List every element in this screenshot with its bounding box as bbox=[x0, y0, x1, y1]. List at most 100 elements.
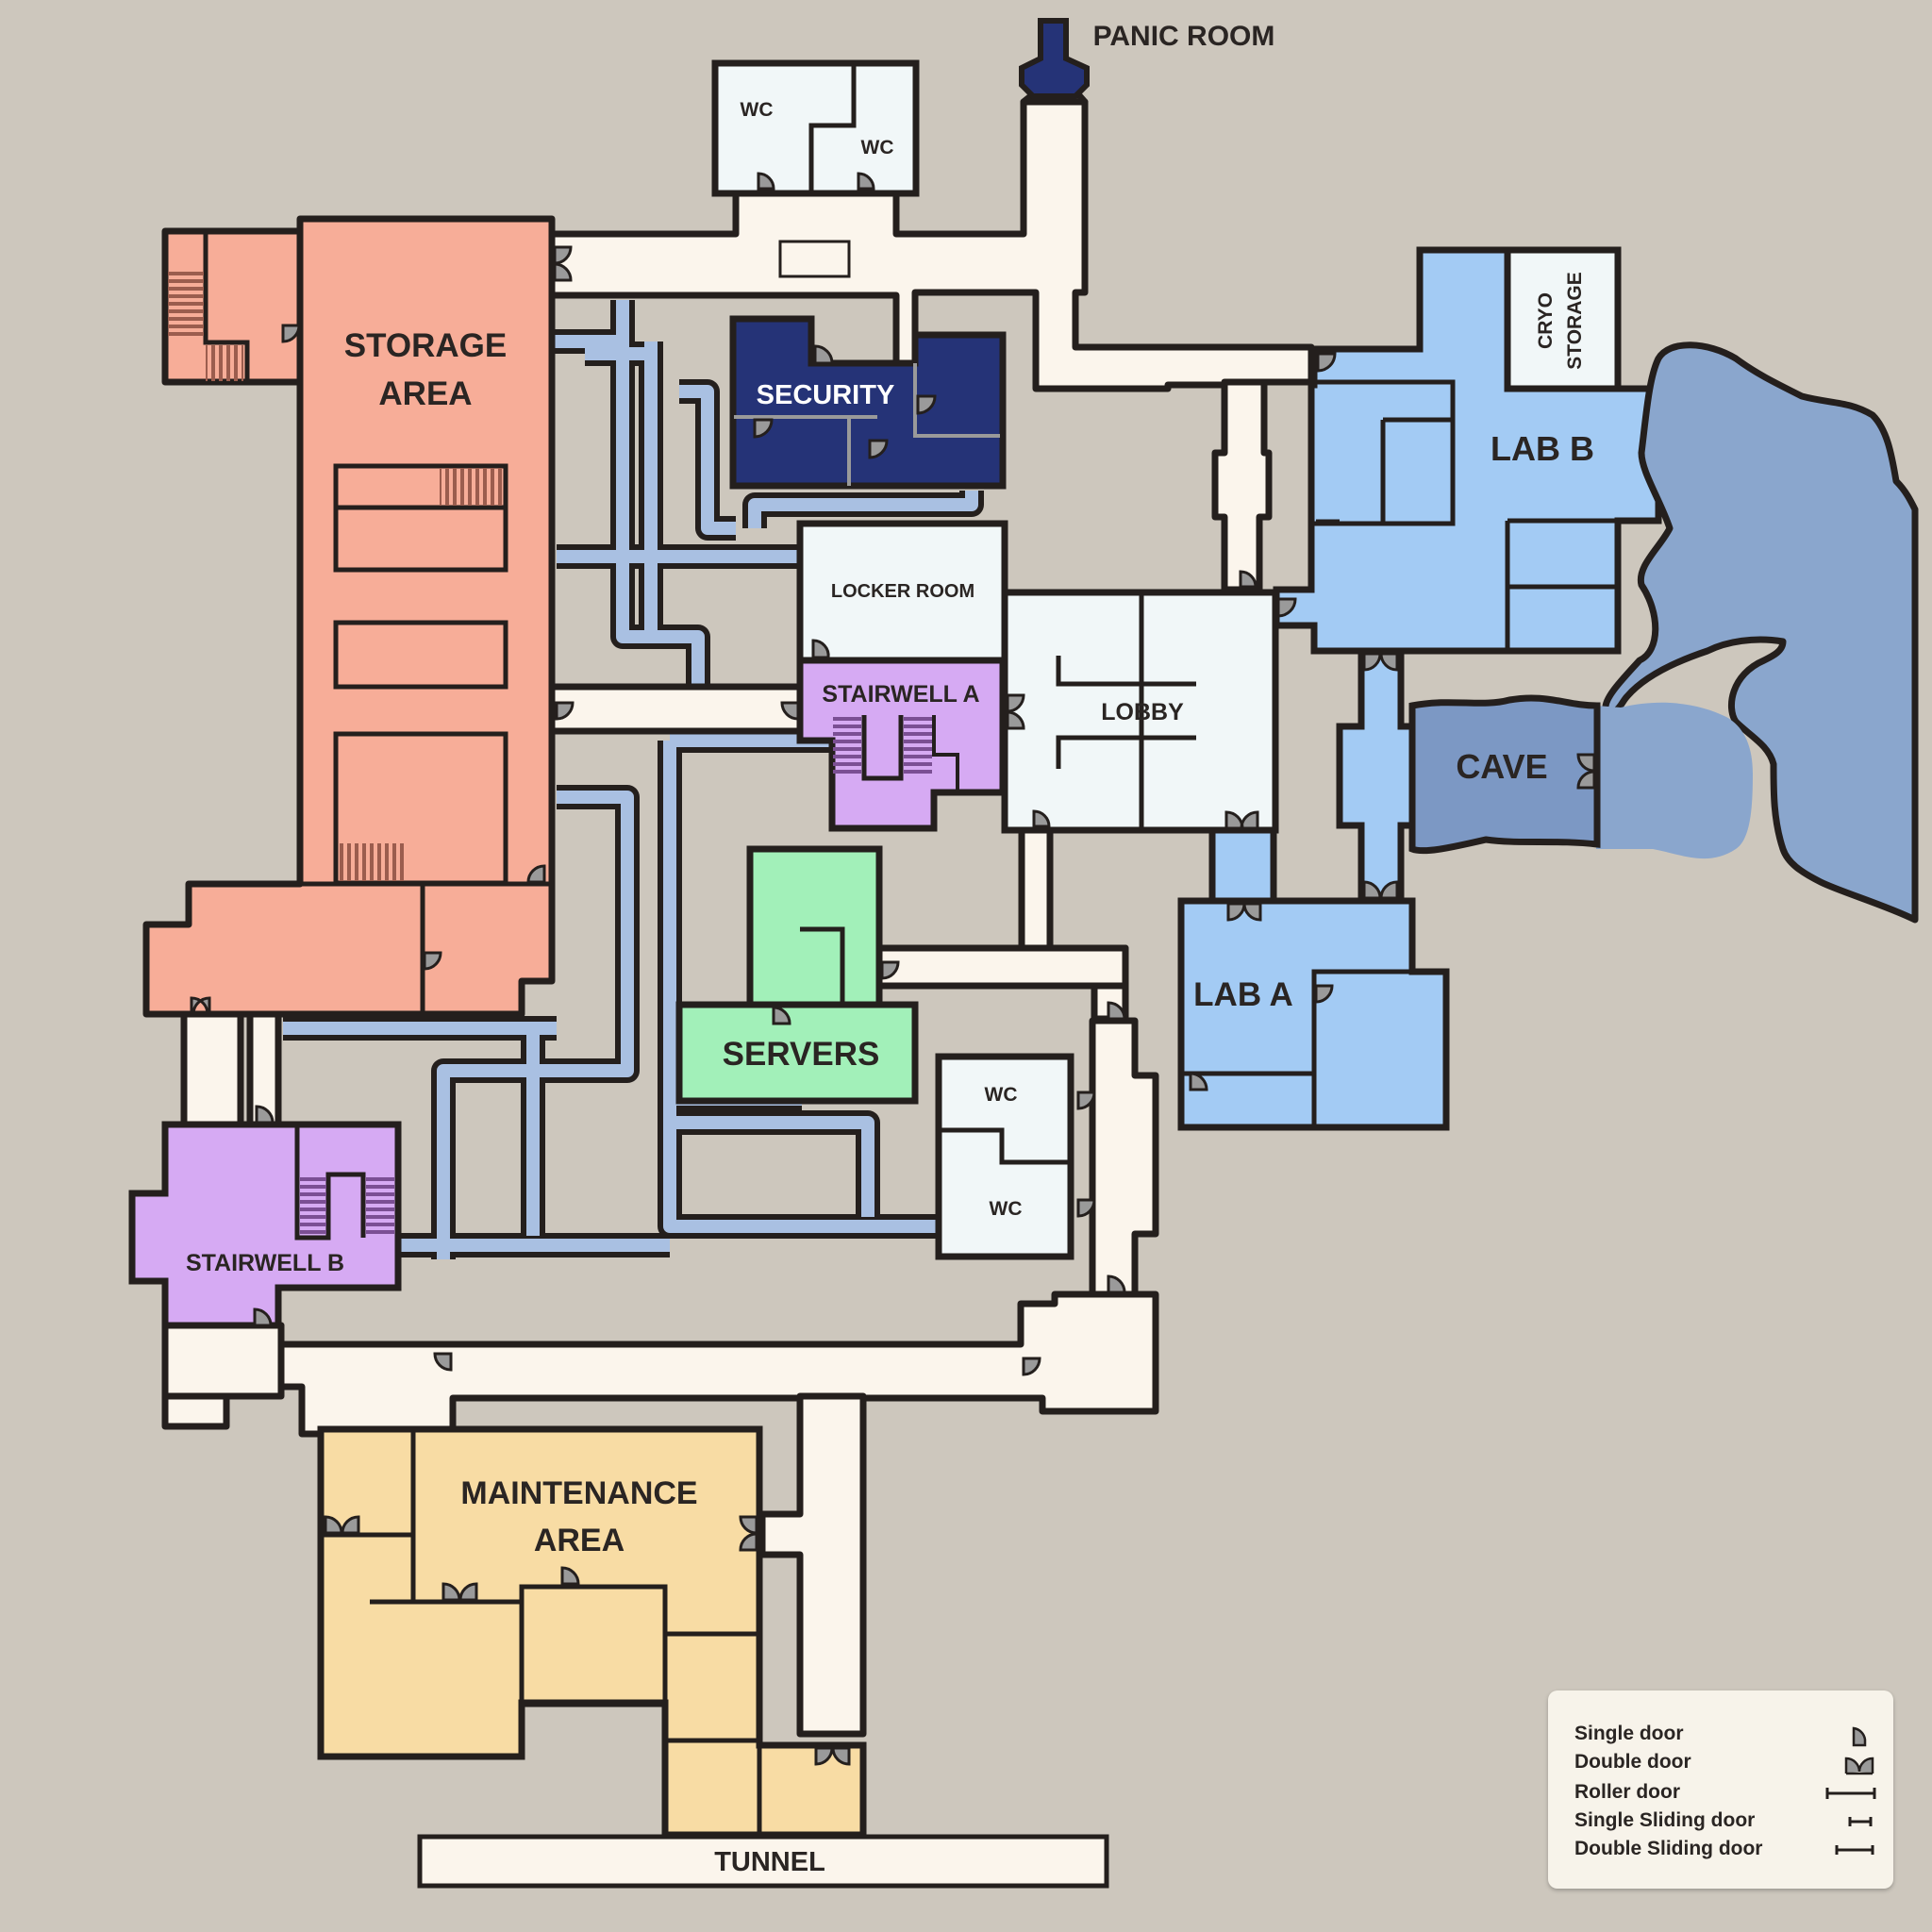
stairs-icon bbox=[904, 715, 932, 774]
single-door-icon bbox=[560, 1566, 580, 1586]
double-door-icon bbox=[190, 996, 211, 1016]
lab-b-label: LAB B bbox=[1491, 429, 1594, 468]
double-door-icon bbox=[1576, 753, 1596, 790]
single-door-icon bbox=[1852, 1726, 1867, 1747]
stairs-icon bbox=[300, 1174, 326, 1236]
panic-room-label: PANIC ROOM bbox=[1093, 21, 1275, 52]
sliding-door-markers bbox=[358, 272, 1585, 1742]
legend-label: Single Sliding door bbox=[1574, 1809, 1756, 1831]
storage-area-label: STORAGE bbox=[344, 327, 507, 364]
single-door-icon bbox=[857, 172, 875, 191]
single-door-icon bbox=[555, 701, 575, 721]
cave-label: CAVE bbox=[1456, 747, 1547, 786]
legend-row-double-sliding-door: Double Sliding door bbox=[1574, 1838, 1876, 1862]
wc-label: WC bbox=[990, 1198, 1023, 1220]
storage-area-label: AREA bbox=[378, 375, 472, 412]
cryo-storage-label: CRYO bbox=[1535, 292, 1557, 349]
single-door-icon bbox=[757, 172, 775, 191]
single-door-icon bbox=[1076, 1091, 1096, 1110]
map-legend: Single door Double door Roller door Sing… bbox=[1548, 1690, 1893, 1889]
double-door-icon bbox=[1362, 652, 1399, 672]
wc-top bbox=[711, 59, 920, 197]
single-door-icon bbox=[813, 344, 834, 365]
legend-row-single-door: Single door bbox=[1574, 1723, 1876, 1747]
single-door-icon bbox=[1107, 1274, 1126, 1294]
double-door-icon bbox=[1006, 693, 1025, 730]
stairs-icon bbox=[206, 345, 243, 381]
double-door-icon bbox=[441, 1582, 478, 1602]
legend-label: Double door bbox=[1574, 1751, 1691, 1773]
single-door-icon bbox=[433, 1352, 453, 1372]
single-door-icon bbox=[1076, 1198, 1096, 1218]
single-door-icon bbox=[1032, 809, 1051, 828]
single-door-icon bbox=[880, 960, 900, 980]
security-label: SECURITY bbox=[757, 380, 895, 410]
legend-row-double-door: Double door bbox=[1574, 1751, 1876, 1775]
legend-label: Double Sliding door bbox=[1574, 1838, 1763, 1859]
double-door-icon bbox=[324, 1515, 360, 1535]
single-door-icon bbox=[780, 701, 800, 721]
single-door-icon bbox=[281, 324, 301, 343]
lobby-label: LOBBY bbox=[1101, 699, 1184, 725]
double-door-icon bbox=[1362, 880, 1399, 900]
single-door-icon bbox=[255, 1105, 275, 1124]
single-door-icon bbox=[1276, 597, 1297, 618]
single-door-icon bbox=[423, 951, 442, 971]
stairs-icon bbox=[168, 268, 204, 340]
security-room bbox=[729, 315, 1007, 490]
single-door-icon bbox=[868, 439, 889, 459]
double-door-icon bbox=[553, 245, 573, 282]
panic-room bbox=[1019, 18, 1090, 99]
maintenance-area-label: MAINTENANCE bbox=[460, 1475, 697, 1511]
wc-label: WC bbox=[985, 1084, 1018, 1106]
single-door-icon bbox=[1189, 1072, 1208, 1091]
legend-label: Roller door bbox=[1574, 1781, 1681, 1803]
double-door-icon bbox=[814, 1746, 851, 1766]
stairs-icon bbox=[366, 1174, 394, 1236]
stairwell-b bbox=[128, 1121, 402, 1329]
stairwell-a-label: STAIRWELL A bbox=[822, 681, 979, 708]
tunnel-label: TUNNEL bbox=[714, 1847, 825, 1877]
cave-room bbox=[1408, 694, 1601, 855]
servers-room bbox=[675, 845, 919, 1105]
double-door-icon bbox=[1226, 902, 1262, 922]
single-door-icon bbox=[772, 1006, 791, 1025]
tunnel bbox=[417, 1834, 1109, 1889]
cryo-storage-room bbox=[1504, 246, 1622, 392]
double-door-icon bbox=[1844, 1757, 1874, 1775]
single-door-icon bbox=[916, 394, 937, 415]
single-door-icon bbox=[1239, 570, 1257, 589]
maintenance-area-label: AREA bbox=[534, 1523, 625, 1558]
stairs-icon bbox=[336, 843, 404, 881]
single-door-icon bbox=[1107, 1001, 1126, 1021]
single-door-icon bbox=[526, 864, 546, 884]
double-door-icon bbox=[1224, 810, 1259, 830]
cave-area bbox=[1596, 341, 1919, 924]
cryo-storage-label: STORAGE bbox=[1564, 272, 1586, 369]
roller-door-icon bbox=[1825, 1788, 1876, 1799]
single-door-icon bbox=[1022, 1357, 1041, 1376]
stairs-icon bbox=[833, 715, 861, 774]
servers-label: SERVERS bbox=[723, 1036, 880, 1073]
legend-row-roller-door: Roller door bbox=[1574, 1781, 1876, 1806]
lab-a-label: LAB A bbox=[1193, 976, 1293, 1013]
legend-row-single-sliding-door: Single Sliding door bbox=[1574, 1809, 1876, 1834]
single-door-icon bbox=[1316, 352, 1337, 373]
legend-label: Single door bbox=[1574, 1723, 1684, 1744]
wc-middle bbox=[935, 1053, 1074, 1260]
door-markers bbox=[190, 172, 1596, 1766]
stairwell-b-label: STAIRWELL B bbox=[186, 1250, 344, 1276]
single-door-icon bbox=[253, 1307, 273, 1327]
single-door-icon bbox=[1314, 984, 1334, 1004]
locker-room-label: LOCKER ROOM bbox=[831, 581, 974, 602]
wc-label: WC bbox=[741, 99, 774, 121]
double-sliding-door-icon bbox=[1835, 1845, 1874, 1855]
stairs-icon bbox=[440, 468, 506, 506]
double-door-icon bbox=[739, 1515, 758, 1552]
wc-label: WC bbox=[861, 137, 894, 158]
single-door-icon bbox=[811, 639, 830, 659]
single-door-icon bbox=[753, 418, 774, 439]
single-sliding-door-icon bbox=[1848, 1817, 1873, 1826]
storage-area bbox=[142, 215, 556, 1018]
